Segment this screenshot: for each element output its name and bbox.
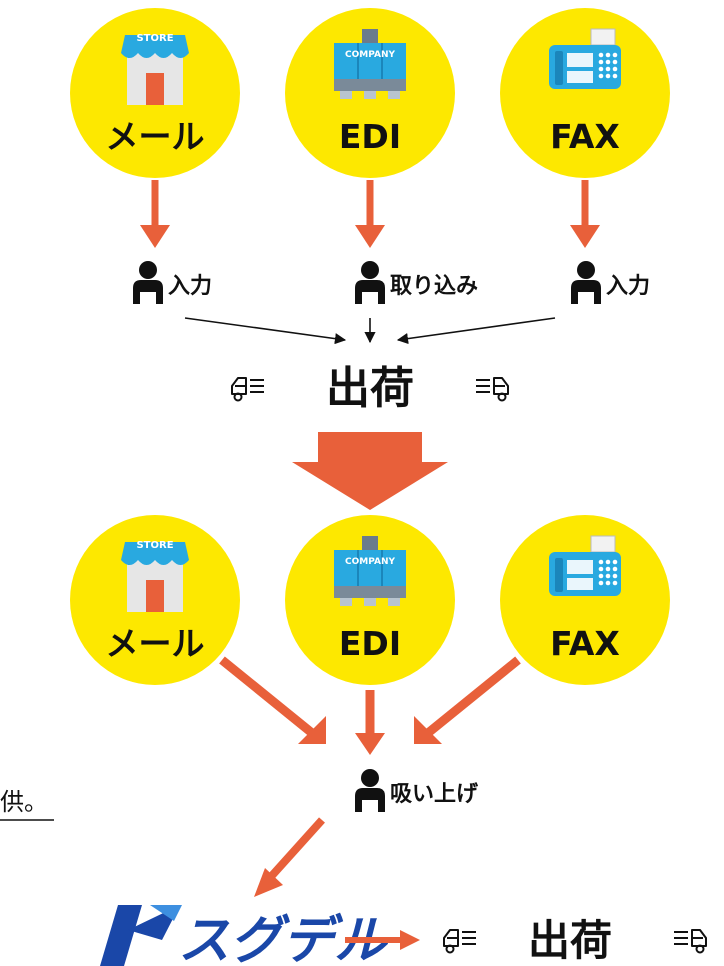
company-sign: COMPANY [345, 50, 395, 60]
left-note: 供。 [0, 788, 54, 821]
worker-label: 取り込み [390, 274, 478, 299]
note-fragment: 供。 [0, 788, 48, 816]
truck-icon [673, 929, 707, 954]
transition-arrow [292, 432, 448, 510]
source-edi-before: COMPANY EDI [285, 8, 455, 178]
arrow-worker-to-logo [254, 817, 325, 897]
source-label: FAX [550, 117, 620, 156]
arrows-sources-to-workers-before [140, 180, 600, 248]
store-sign: STORE [136, 540, 173, 551]
worker-absorb: 吸い上げ [355, 769, 479, 812]
person-icon [355, 261, 385, 304]
worker-label: 吸い上げ [390, 782, 479, 807]
arrows-sources-to-worker-after [219, 656, 521, 755]
store-icon [121, 35, 189, 105]
source-label: EDI [339, 624, 401, 663]
source-mail-after: STORE メール [70, 515, 240, 685]
shipping-label: 出荷 [528, 916, 612, 965]
worker-import-edi: 取り込み [355, 261, 478, 304]
person-icon [571, 261, 601, 304]
source-label: メール [106, 117, 205, 156]
truck-icon [443, 929, 477, 954]
worker-input-fax: 入力 [571, 261, 650, 304]
source-label: メール [106, 624, 205, 663]
store-icon [121, 542, 189, 612]
source-fax-after: FAX [500, 515, 670, 685]
shipping-label: 出荷 [326, 363, 414, 414]
sugudeli-logo: スグデル [100, 905, 389, 966]
arrow-logo-to-shipping [345, 930, 420, 950]
shipping-after: 出荷 [443, 916, 707, 965]
sugudeli-logo-icon [100, 905, 182, 966]
company-sign: COMPANY [345, 557, 395, 567]
worker-label: 入力 [168, 274, 212, 299]
arrows-workers-to-shipping [184, 317, 556, 345]
source-label: FAX [550, 624, 620, 663]
worker-label: 入力 [606, 274, 650, 299]
source-edi-after: COMPANY EDI [285, 515, 455, 685]
truck-icon [475, 377, 509, 402]
source-label: EDI [339, 117, 401, 156]
store-sign: STORE [136, 33, 173, 44]
shipping-before: 出荷 [231, 363, 509, 414]
worker-input-mail: 入力 [133, 261, 212, 304]
source-mail-before: STORE メール [70, 8, 240, 178]
source-fax-before: FAX [500, 8, 670, 178]
truck-icon [231, 377, 265, 402]
person-icon [355, 769, 385, 812]
person-icon [133, 261, 163, 304]
